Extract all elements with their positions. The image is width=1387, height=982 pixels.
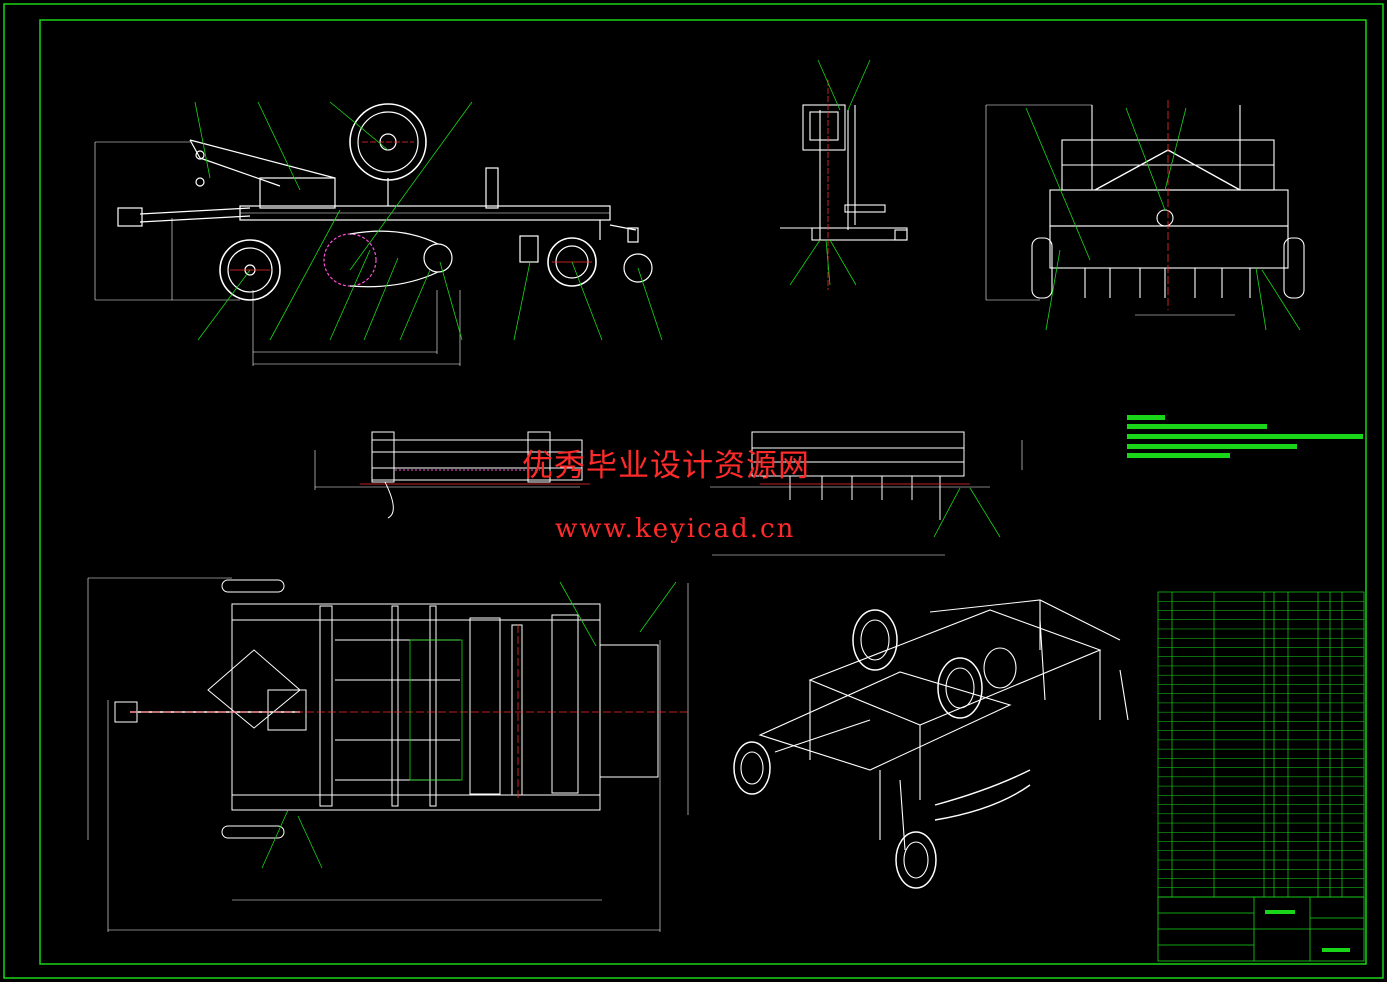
watermark-site-name: 优秀毕业设计资源网 <box>522 448 810 484</box>
note-line-2 <box>1127 424 1267 429</box>
title-block-mark <box>1265 910 1295 914</box>
section-view-right <box>710 431 1023 556</box>
note-line-1 <box>1127 415 1165 420</box>
outer-border <box>3 3 1384 979</box>
title-block-mark-2 <box>1322 948 1350 952</box>
inner-border <box>39 19 1367 965</box>
end-section-leaders <box>789 59 871 286</box>
parts-list-table <box>1157 591 1365 898</box>
parts-list-rows <box>1158 600 1364 889</box>
note-line-4 <box>1127 444 1297 449</box>
plan-view-leaders <box>261 581 677 869</box>
plan-view <box>87 577 690 932</box>
watermark-url: www.keyicad.cn <box>555 514 796 544</box>
section-right-leaders <box>933 487 1001 538</box>
title-block <box>1157 896 1365 962</box>
front-elevation-leaders <box>1025 107 1301 331</box>
isometric-view <box>733 599 1129 889</box>
side-elevation-leaders <box>194 101 663 341</box>
front-elevation-view <box>985 100 1305 316</box>
side-elevation-view <box>94 103 653 366</box>
note-line-3 <box>1127 434 1363 439</box>
end-section-view <box>780 80 908 290</box>
section-view-left <box>314 431 590 519</box>
note-line-5 <box>1127 453 1230 458</box>
